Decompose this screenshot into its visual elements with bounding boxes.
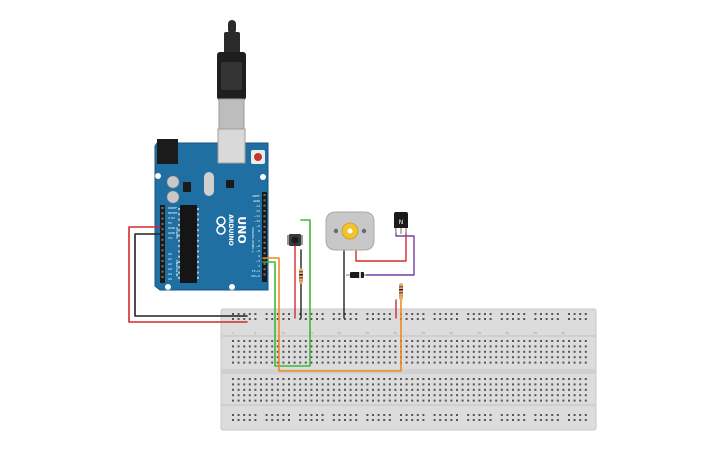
- column-number: 20: [337, 331, 341, 335]
- pin-label: A0: [168, 252, 172, 256]
- diode[interactable]: [346, 272, 366, 278]
- arduino-model: UNO: [235, 216, 248, 244]
- column-number: 10: [281, 331, 285, 335]
- pin-label: 3.3V: [168, 216, 176, 220]
- pin-label: A4: [168, 272, 172, 276]
- digital-label: DIGITAL (PWM~): [251, 228, 255, 253]
- breadboard-holes: [232, 313, 587, 421]
- wire-red-motor: [355, 231, 407, 262]
- capacitor-icon: [166, 175, 180, 189]
- pin-label: 12: [256, 209, 260, 213]
- pin-label: RX←0: [251, 274, 260, 278]
- power-jack: [157, 139, 178, 164]
- crystal: [204, 172, 214, 196]
- pin-label: 5V: [168, 221, 173, 225]
- analog-label: ANALOG IN: [175, 260, 179, 277]
- column-number: 40: [449, 331, 453, 335]
- power-analog-header: [160, 205, 165, 283]
- pin-label: 4: [258, 254, 260, 258]
- column-number: 60: [561, 331, 565, 335]
- wire-red-5v: [128, 226, 248, 323]
- pin-label: Vin: [168, 236, 173, 240]
- pin-label: GND: [168, 226, 176, 230]
- pin-label: ~9: [256, 224, 261, 228]
- pin-label: ~10: [254, 219, 260, 223]
- pin-label: A2: [168, 262, 172, 266]
- pin-label: 2: [258, 264, 260, 268]
- pin-label: 7: [258, 239, 260, 243]
- atmega-chip: [180, 205, 197, 283]
- pin-label: 13: [256, 204, 260, 208]
- usb-port: [217, 128, 246, 164]
- pin-label: ~6: [256, 244, 261, 248]
- column-number: 30: [393, 331, 397, 335]
- pin-label: A1: [168, 257, 172, 261]
- power-label: POWER: [175, 227, 179, 238]
- wire-black-gnd: [134, 233, 248, 317]
- column-number: 50: [505, 331, 509, 335]
- wire-purple-transistor: [365, 231, 415, 276]
- resistor-button[interactable]: [299, 268, 303, 284]
- pin-label: A5: [168, 277, 172, 281]
- dc-motor[interactable]: [325, 211, 375, 251]
- pin-label: TX→1: [251, 269, 260, 273]
- pin-label: IOREF: [168, 206, 177, 210]
- capacitor-icon: [166, 190, 180, 204]
- push-button[interactable]: [287, 234, 303, 246]
- column-number: 45: [477, 331, 481, 335]
- column-number: 25: [365, 331, 369, 335]
- column-number: 35: [421, 331, 425, 335]
- column-number: 15: [309, 331, 313, 335]
- pin-label: A3: [168, 267, 172, 271]
- pin-label: GND: [253, 199, 261, 203]
- resistor-transistor-base[interactable]: [399, 283, 403, 300]
- wire-orange-pin3: [262, 257, 402, 372]
- column-number: 1: [232, 331, 234, 335]
- pin-label: GND: [168, 231, 176, 235]
- arduino-brand: ARDUINO: [227, 214, 234, 245]
- wires: [128, 219, 415, 372]
- pin-label: 8: [258, 229, 260, 233]
- pin-label: ~3: [256, 259, 261, 263]
- pin-label: RESET: [168, 211, 178, 215]
- pin-label: ~5: [256, 249, 261, 253]
- npn-transistor[interactable]: N: [394, 212, 408, 234]
- transistor-label: N: [399, 219, 404, 226]
- wire-green-pin2: [262, 219, 311, 367]
- column-number: 5: [254, 331, 256, 335]
- column-number: 55: [533, 331, 537, 335]
- pin-label: AREF: [252, 194, 260, 198]
- arduino-uno-board[interactable]: ARDUINO UNO POWER ANALOG IN DIGITAL (PWM…: [154, 128, 269, 291]
- pin-label: ~11: [254, 214, 260, 218]
